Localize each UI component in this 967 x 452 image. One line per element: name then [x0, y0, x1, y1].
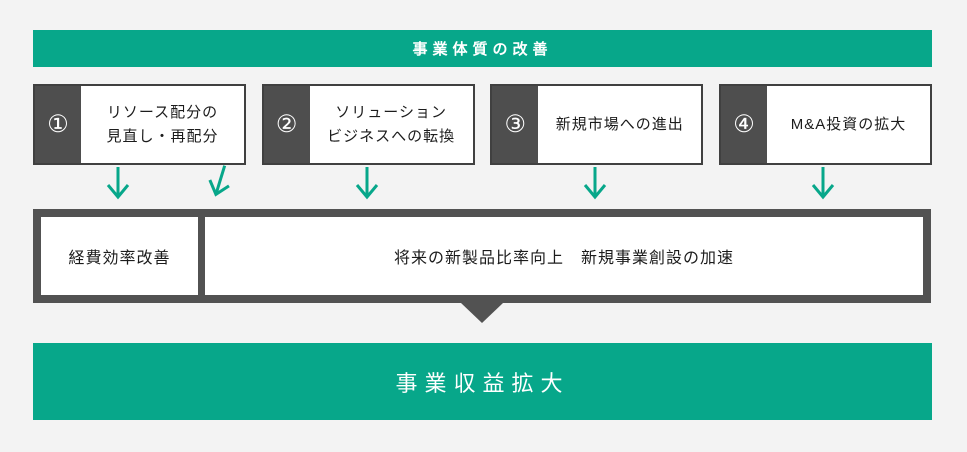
down-arrow-icon — [353, 166, 381, 200]
outcome-cell-right: 将来の新製品比率向上 新規事業創設の加速 — [205, 217, 923, 295]
measure-box-3: ③ 新規市場への進出 — [490, 84, 704, 165]
down-arrow-icon — [581, 166, 609, 200]
down-arrow-icon — [104, 166, 132, 200]
circled-number-4-icon: ④ — [733, 110, 755, 138]
measure-box-1: ① リソース配分の 見直し・再配分 — [33, 84, 246, 165]
top-banner-label: 事業体質の改善 — [412, 41, 553, 58]
down-right-arrow-icon — [202, 161, 239, 202]
circled-number-3-icon: ③ — [504, 110, 527, 138]
outcome-left-label: 経費効率改善 — [68, 250, 171, 267]
down-triangle-icon — [461, 303, 503, 323]
bottom-banner: 事業収益拡大 — [33, 343, 932, 420]
measure-label-1-line-1: リソース配分の — [106, 104, 219, 122]
circled-number-1-icon: ① — [47, 110, 69, 138]
measure-number-badge-4: ④ — [720, 86, 767, 163]
measure-number-badge-2: ② — [263, 86, 310, 163]
measures-row: ① リソース配分の 見直し・再配分 ② ソリューション ビジネスへの転換 ③ 新… — [33, 84, 932, 165]
bottom-banner-label: 事業収益拡大 — [395, 370, 570, 396]
outcome-panel: 経費効率改善 将来の新製品比率向上 新規事業創設の加速 — [33, 209, 931, 303]
measure-box-4: ④ M&A投資の拡大 — [718, 84, 932, 165]
measure-label-4-line-1: M&A投資の拡大 — [790, 115, 907, 133]
measure-label-1-line-2: 見直し・再配分 — [106, 127, 219, 145]
measure-label-4: M&A投資の拡大 — [767, 86, 930, 163]
measure-number-badge-3: ③ — [492, 86, 539, 163]
down-arrow-icon — [809, 166, 837, 200]
measure-label-3: 新規市場への進出 — [538, 86, 701, 163]
measure-label-2-line-1: ソリューション — [335, 104, 447, 122]
measure-label-1: リソース配分の 見直し・再配分 — [81, 86, 244, 163]
measure-box-2: ② ソリューション ビジネスへの転換 — [261, 84, 475, 165]
outcome-right-label: 将来の新製品比率向上 新規事業創設の加速 — [393, 250, 734, 267]
top-banner: 事業体質の改善 — [33, 30, 932, 67]
outcome-cell-left: 経費効率改善 — [41, 217, 198, 295]
measure-label-2-line-2: ビジネスへの転換 — [327, 127, 456, 145]
circled-number-2-icon: ② — [275, 110, 298, 138]
measure-number-badge-1: ① — [35, 86, 81, 163]
measure-label-3-line-1: 新規市場への進出 — [555, 115, 684, 133]
measure-label-2: ソリューション ビジネスへの転換 — [310, 86, 473, 163]
